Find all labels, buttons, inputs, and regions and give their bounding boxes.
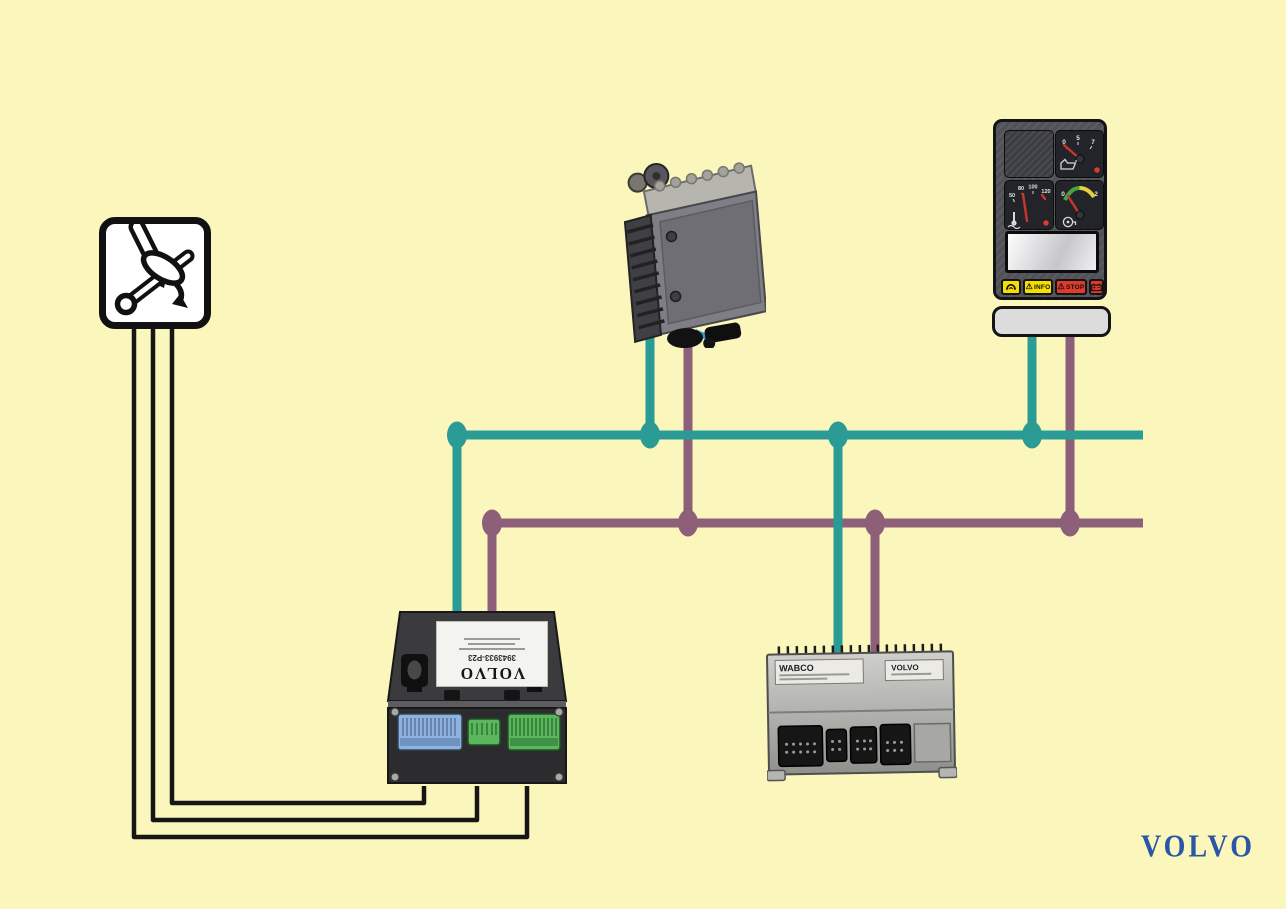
can-bus-teal bbox=[447, 330, 1143, 657]
boost-pressure-gauge: 0 2 bbox=[1055, 180, 1104, 230]
pedal-wire bbox=[169, 324, 427, 806]
blue-connector bbox=[397, 713, 463, 751]
engine-ecu-image bbox=[623, 162, 766, 348]
ecu-brand-text: VOLVO bbox=[458, 663, 526, 682]
bus-junction-dot bbox=[1022, 421, 1042, 449]
wabco-ecu-image: WABCO VOLVO bbox=[765, 641, 958, 784]
warning-triangle-icon: ⚠ bbox=[1057, 282, 1065, 291]
accelerator-pedal-icon bbox=[114, 218, 195, 316]
info-button[interactable]: ⚠ INFO bbox=[1023, 279, 1053, 295]
wabco-label-text: WABCO bbox=[779, 663, 814, 674]
bus-junction-dot bbox=[865, 509, 885, 537]
wabco-label: WABCO bbox=[774, 658, 864, 685]
gauge-tick-label: 0 bbox=[1061, 191, 1065, 198]
pedal-wire bbox=[131, 324, 530, 840]
warning-triangle-icon: ⚠ bbox=[1025, 282, 1034, 291]
oil-can-icon bbox=[1060, 158, 1077, 170]
instrument-cluster: 0 5 7 50 80 100 120 bbox=[993, 119, 1107, 300]
battery-button[interactable] bbox=[1089, 279, 1104, 295]
stop-button[interactable]: ⚠ STOP bbox=[1055, 279, 1087, 295]
turbo-pressure-icon bbox=[1062, 216, 1077, 228]
gauge-tick-label: 2 bbox=[1094, 191, 1098, 198]
bus-junction-dot bbox=[482, 509, 502, 537]
warning-led bbox=[1043, 220, 1049, 226]
gauge-tick-label: 7 bbox=[1091, 139, 1095, 146]
bus-junction-dot bbox=[447, 421, 467, 449]
screw bbox=[390, 707, 564, 782]
gauge-tick-label: 80 bbox=[1018, 186, 1024, 192]
coolant-thermometer-icon bbox=[1007, 212, 1021, 229]
ecu-part-number: 3943933-P23 bbox=[467, 653, 517, 662]
bus-junction-dot bbox=[678, 509, 698, 537]
cluster-blank-panel bbox=[1004, 130, 1054, 178]
mounting-bracket bbox=[401, 654, 428, 692]
volvo-label: VOLVO bbox=[884, 659, 944, 682]
can-bus-purple bbox=[482, 330, 1143, 657]
gauge-tick-label: 120 bbox=[1041, 189, 1050, 195]
oil-pressure-gauge: 0 5 7 bbox=[1055, 130, 1104, 178]
pedal-wire bbox=[150, 324, 480, 823]
gauge-tick-label: 5 bbox=[1076, 135, 1080, 142]
gauge-tick-label: 0 bbox=[1062, 139, 1066, 146]
volvo-ecu-image: VOLVO 3943933-P23 bbox=[386, 611, 568, 791]
gauge-tick-label: 50 bbox=[1009, 193, 1015, 199]
volvo-logo: VOLVO bbox=[1141, 829, 1255, 865]
pedal-wiring bbox=[131, 324, 530, 840]
bus-junction-dot bbox=[640, 421, 660, 449]
green-connector-large bbox=[507, 713, 561, 751]
lcd-display bbox=[1005, 231, 1099, 273]
info-button-label: INFO bbox=[1034, 283, 1051, 291]
indicator-lamp-button[interactable] bbox=[1001, 279, 1021, 295]
indicator-lamp-icon bbox=[1006, 284, 1016, 290]
bus-junction-dot bbox=[1060, 509, 1080, 537]
accelerator-pedal-box bbox=[99, 217, 211, 329]
volvo-label-text: VOLVO bbox=[891, 663, 919, 672]
warning-led bbox=[1094, 167, 1100, 173]
ecu-part-label: VOLVO 3943933-P23 bbox=[436, 621, 548, 687]
battery-icon bbox=[1091, 283, 1102, 292]
cluster-connector-bar bbox=[992, 306, 1111, 337]
stop-button-label: STOP bbox=[1065, 283, 1085, 291]
coolant-temp-gauge: 50 80 100 120 bbox=[1004, 180, 1054, 230]
green-connector-small bbox=[467, 718, 501, 746]
gauge-tick-label: 100 bbox=[1028, 185, 1037, 191]
bus-junction-dot bbox=[828, 421, 848, 449]
wabco-connectors bbox=[777, 723, 912, 768]
